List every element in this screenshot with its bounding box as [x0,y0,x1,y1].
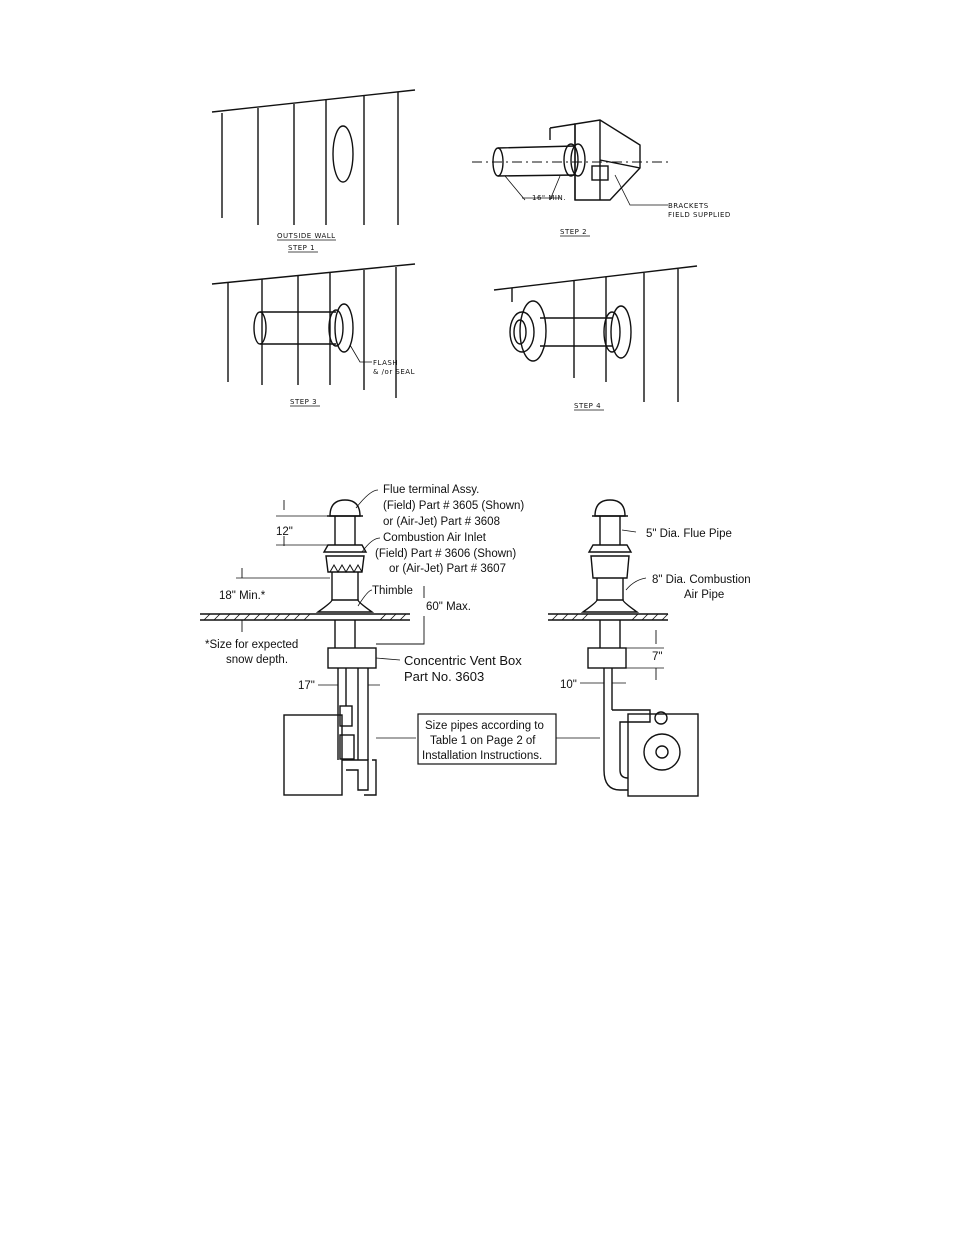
combustion-pipe-label-line2: Air Pipe [684,589,724,601]
size-note-box [417,713,557,765]
size-note-line1: Size pipes according to [425,720,544,732]
step1-wall-top [211,89,416,113]
flue-field-part-label: (Field) Part # 3605 (Shown) [383,500,524,512]
combustion-inlet-cap [322,544,368,553]
step1-figure: OUTSIDE WALL STEP 1 [211,89,416,253]
step2-collar [563,143,579,177]
flue-airjet-part-label: or (Air-Jet) Part # 3608 [383,516,500,528]
step4-figure: STEP 4 [493,265,698,411]
vent-left-figure: 12" 18" Min.* *Size for expected snow de… [200,484,524,796]
step3-flash-label: FLASH [373,359,398,367]
step3-seal-label: & /or SEAL [373,368,415,376]
step3-figure: FLASH & /or SEAL STEP 3 [211,263,416,407]
step3-pipe [260,311,336,345]
vent-box-label: Concentric Vent Box [404,653,522,668]
min-18-label: 18" Min.* [219,590,266,602]
right-flue-cap [594,499,626,517]
step3-caption: STEP 3 [290,398,317,406]
size-note-line2: Table 1 on Page 2 of [430,735,536,747]
dim-12-label: 12" [276,526,293,538]
step4-pipe [540,317,612,347]
step4-terminal [509,311,535,353]
step4-wall-top [493,265,698,291]
dim-7-label: 7" [652,651,662,663]
step3-pipe-end [253,311,267,345]
right-appliance-blower [643,733,681,771]
step3-flashing [334,303,354,353]
step2-leader [614,174,668,206]
step4-caption: STEP 4 [574,402,601,410]
step2-figure: 16" MIN. BRACKETS FIELD SUPPLIED STEP 2 [472,119,731,237]
snow-note-line2: snow depth. [226,654,288,666]
step2-caption: STEP 2 [560,228,587,236]
step2-bracket [591,165,609,181]
thimble [315,599,375,613]
size-note: Size pipes according to Table 1 on Page … [417,713,557,765]
inlet-airjet-part-label: or (Air-Jet) Part # 3607 [389,563,506,575]
dim-10-label: 10" [560,679,577,691]
step4-inlet-collar [519,300,547,362]
step3-wall-top [211,263,416,285]
step2-pipe [497,145,576,177]
step1-wall-opening [332,125,354,183]
dim-17-label: 17" [298,680,315,692]
flue-terminal-cap [329,499,361,517]
vent-box-part-label: Part No. 3603 [404,669,484,684]
combustion-pipe-label: 8" Dia. Combustion [652,574,751,586]
inlet-field-part-label: (Field) Part # 3606 (Shown) [375,548,516,560]
vent-right-figure: 5" Dia. Flue Pipe 8" Dia. Combustion Air… [548,499,751,797]
right-inlet-cap [587,544,633,553]
combustion-inlet-label: Combustion Air Inlet [383,532,487,544]
size-note-line3: Installation Instructions. [422,750,542,762]
step2-field-supplied-label: FIELD SUPPLIED [668,211,731,219]
step2-brackets-label: BRACKETS [668,202,709,210]
snow-note-line1: *Size for expected [205,639,298,651]
right-thimble [580,599,640,613]
flue-terminal-label: Flue terminal Assy. [383,484,479,496]
step1-caption-wall: OUTSIDE WALL [277,232,336,240]
step4-flashing [610,305,632,359]
right-vent-box [587,647,627,669]
left-appliance [283,714,343,796]
max-60-label: 60" Max. [426,601,471,613]
concentric-vent-box [327,647,377,669]
step2-min-dimension: 16" MIN. [532,194,566,202]
step1-caption: STEP 1 [288,244,315,252]
thimble-label: Thimble [372,585,413,597]
flue-pipe-label: 5" Dia. Flue Pipe [646,528,732,540]
right-appliance [627,713,699,797]
